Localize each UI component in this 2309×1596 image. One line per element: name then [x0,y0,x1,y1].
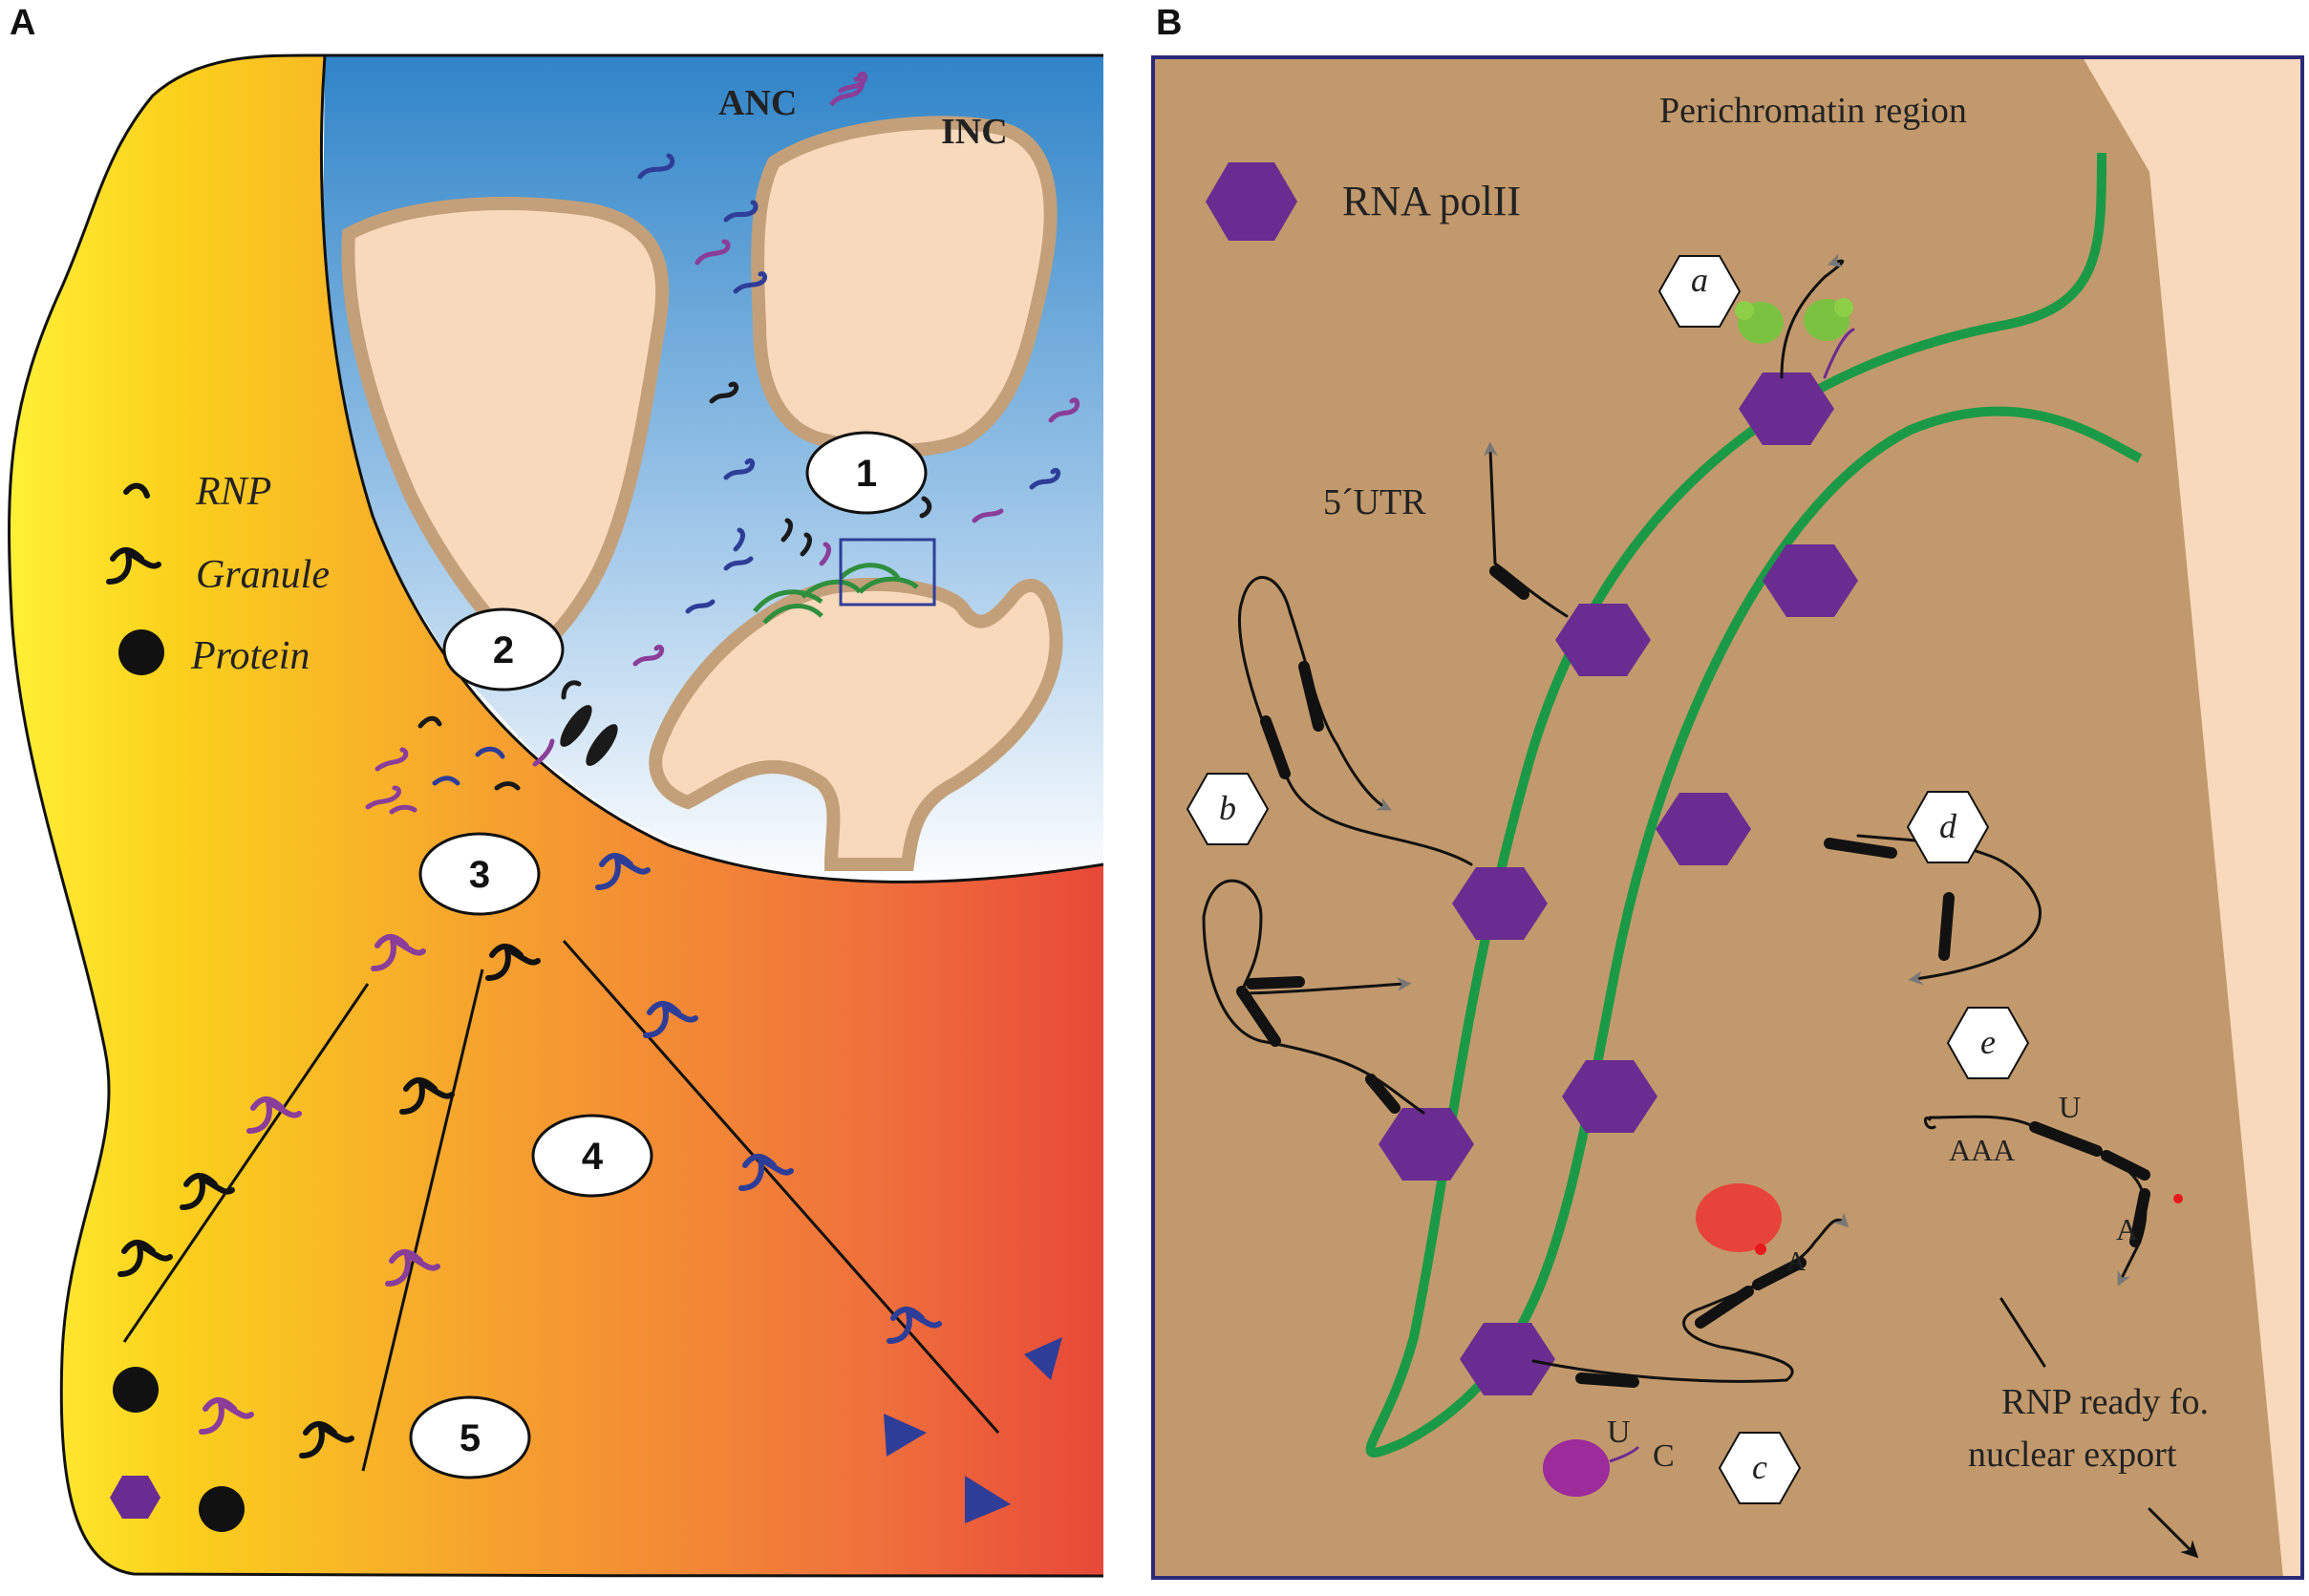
granule-purple [199,934,440,1435]
svg-text:a: a [1691,261,1708,299]
cytoplasm-outline [8,53,1104,1578]
rna-pol-7 [1379,1108,1474,1181]
panel-b-border [1151,55,2304,1580]
utr-label: 5´UTR [1323,482,1426,522]
legend-a: RNP Granule Protein [106,470,330,678]
chromatin-domain-left [341,197,670,658]
rna-pol-8 [1460,1323,1555,1395]
a-label-c: A [1786,1247,1807,1277]
anc-label: ANC [718,83,797,123]
step-a: a [1657,255,1742,328]
rna-pol-1 [1739,372,1834,445]
granule-legend-icon [106,547,161,585]
a-label-e: A [2116,1212,2138,1246]
granule-blue [595,853,942,1344]
step-5: 5 [409,1395,531,1479]
rna-pol-6 [1562,1060,1657,1133]
proteins [110,1337,1062,1532]
legend-protein: Protein [190,634,310,678]
svg-text:e: e [1980,1023,1996,1061]
granule-black [118,944,541,1458]
svg-text:c: c [1752,1448,1767,1486]
rna-pol-complexes [1379,372,1858,1395]
export-label-line2: nuclear export [1968,1435,2177,1475]
protein-legend-icon [118,629,164,675]
u-label-c: U [1607,1415,1631,1450]
region-label: Perichromatin region [1659,91,1967,131]
c-label-c: C [1653,1438,1675,1474]
step-1: 1 [805,431,928,515]
cytoplasm [9,54,1104,1576]
rna-pol-2 [1555,604,1651,676]
rnp-legend-icon [123,482,150,499]
svg-text:3: 3 [469,854,490,896]
step-markers-b: a b c d e [1186,255,2030,1504]
svg-text:4: 4 [582,1136,604,1178]
panel-b: B Perichromatin region RNA polII [1151,3,2304,1580]
panel-a-letter: A [10,3,35,43]
step-4: 4 [531,1114,653,1198]
red-factor [1696,1183,1782,1252]
step-markers-a: 1 2 3 4 5 [409,431,928,1479]
svg-text:d: d [1939,807,1957,845]
rna-pol-legend-icon [1206,162,1297,241]
inc-label: INC [941,112,1008,152]
u-label-e: U [2059,1090,2081,1124]
transcripts [1202,253,2199,1559]
svg-text:5: 5 [460,1417,481,1459]
polya-label: AAA [1949,1133,2015,1167]
dna-strands [1365,152,2143,1458]
rna-pol-3 [1763,544,1858,617]
step-2: 2 [442,607,565,692]
svg-text:1: 1 [856,453,877,495]
svg-text:b: b [1219,789,1236,827]
svg-text:2: 2 [493,629,514,671]
legend-rnp: RNP [195,470,271,514]
panel-b-letter: B [1156,3,1182,43]
granules [118,853,942,1458]
rna-pol-4 [1656,793,1751,865]
step-b: b [1186,773,1270,845]
export-label-line1: RNP ready fo. [2001,1382,2209,1422]
transcription-site [753,538,936,625]
rna-pol-5 [1452,867,1548,940]
nuclear-pore [560,705,618,766]
step-3: 3 [418,832,541,916]
legend-granule: Granule [196,553,330,597]
chromatin-domain-top [751,116,1058,458]
step-d: d [1906,791,1990,863]
highlight-box [839,538,936,606]
step-e: e [1946,1007,2030,1079]
legend-rna-pol: RNA polII [1342,178,1521,224]
factors [1543,298,2183,1497]
purple-factor [1543,1439,1610,1497]
panel-a: A [8,3,1104,1578]
cytoskeleton-tracks [122,940,1000,1472]
interchromatin-space [2083,57,2302,1578]
step-c: c [1718,1432,1802,1504]
